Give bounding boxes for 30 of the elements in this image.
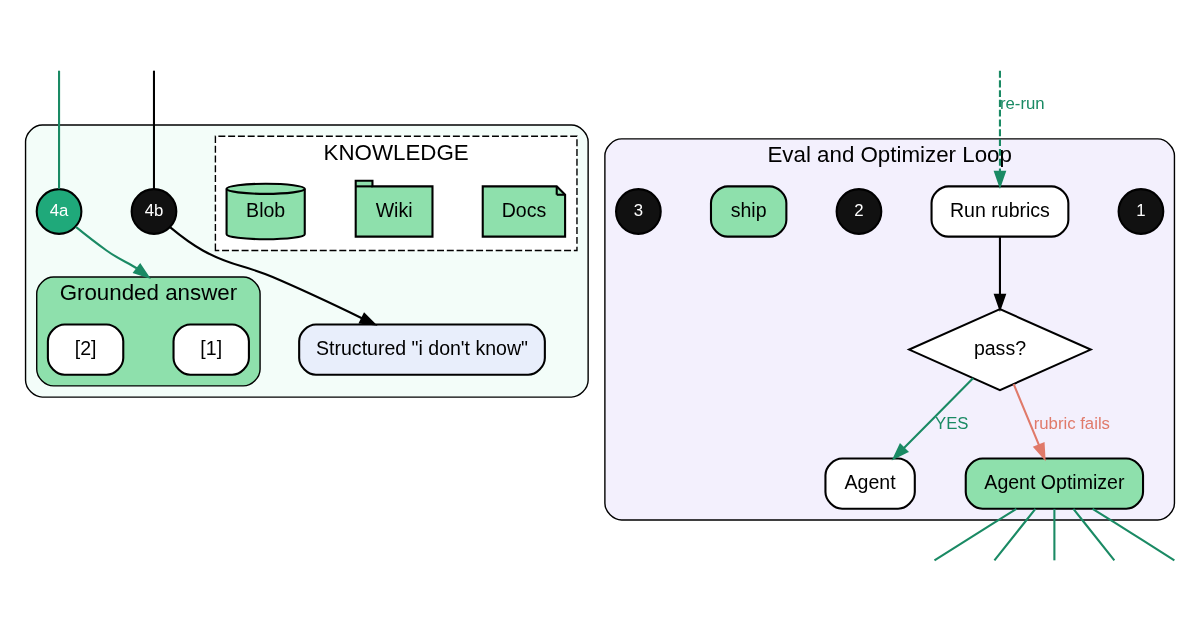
- connector: [152, 70, 156, 189]
- connector: [993, 507, 1037, 561]
- node-circle: 1: [1117, 187, 1165, 235]
- connector: [1072, 507, 1116, 561]
- arrow: [169, 226, 378, 326]
- node-circle: 2: [835, 187, 883, 235]
- node-box: ship: [709, 184, 788, 238]
- node-box: Run rubrics: [930, 184, 1070, 238]
- node-box: [2]: [46, 322, 125, 376]
- cluster: [24, 123, 589, 398]
- edge-label: re-run: [999, 93, 1045, 113]
- arrow: [1012, 383, 1046, 461]
- node-diamond: pass?: [906, 307, 1094, 391]
- node-box: Agent Optimizer: [964, 456, 1145, 510]
- arrow: [891, 376, 974, 460]
- node-box: Agent: [824, 456, 916, 510]
- connector: [58, 70, 61, 189]
- edge-label: YES: [935, 413, 969, 433]
- edge-label: rubric fails: [1033, 413, 1111, 433]
- node-box: Structured "i don't know": [298, 322, 546, 376]
- node-box: [1]: [172, 322, 250, 376]
- connector: [1053, 508, 1056, 560]
- node-circle: 4a: [35, 187, 83, 235]
- arrow: [993, 70, 1007, 189]
- node-circle: 3: [615, 187, 662, 235]
- arrow: [75, 225, 151, 279]
- node-circle: 4b: [130, 187, 178, 235]
- arrow: [993, 236, 1007, 312]
- connector: [1092, 507, 1175, 561]
- connector: [933, 507, 1017, 561]
